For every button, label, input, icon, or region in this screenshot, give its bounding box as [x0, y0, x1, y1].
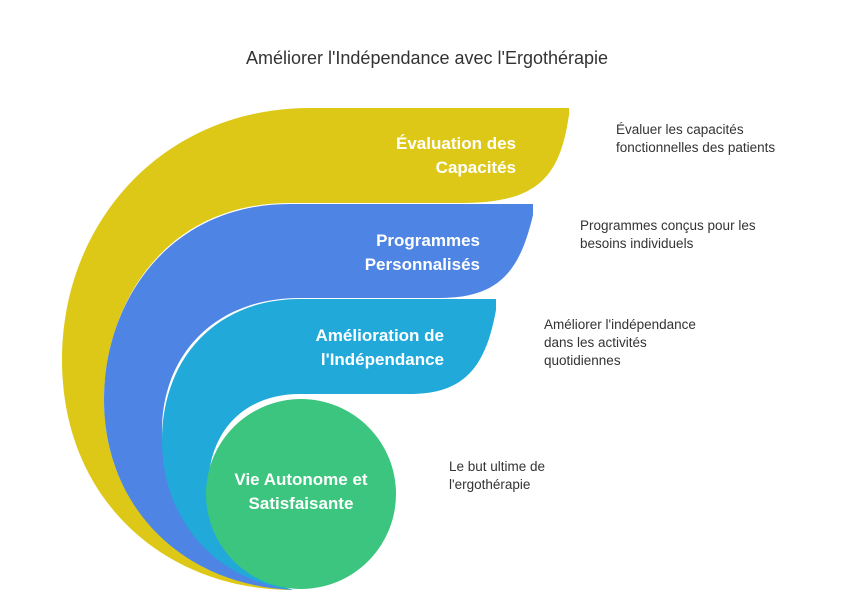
stage-desc-programmes: Programmes conçus pour les besoins indiv…	[580, 217, 756, 253]
stage-desc-line: Améliorer l'indépendance	[544, 317, 696, 332]
stage-label-amelioration: Amélioration de l'Indépendance	[316, 324, 444, 372]
stage-label-evaluation: Évaluation des Capacités	[396, 132, 516, 180]
stage-shape-programmes	[104, 204, 533, 590]
stage-desc-evaluation: Évaluer les capacités fonctionnelles des…	[616, 121, 775, 157]
stage-desc-line: dans les activités	[544, 335, 647, 350]
stage-desc-line: l'ergothérapie	[449, 477, 531, 492]
stage-shape-vie-autonome	[206, 399, 396, 589]
stage-desc-amelioration: Améliorer l'indépendance dans les activi…	[544, 316, 696, 370]
stage-label-line: Capacités	[435, 158, 516, 177]
stage-desc-vie-autonome: Le but ultime de l'ergothérapie	[449, 458, 545, 494]
stage-label-vie-autonome: Vie Autonome et Satisfaisante	[206, 468, 396, 516]
stage-label-line: Satisfaisante	[248, 494, 354, 513]
stage-shape-amelioration	[162, 299, 496, 590]
stage-label-line: Amélioration de	[315, 326, 444, 345]
stage-shape-evaluation	[62, 108, 569, 590]
stage-desc-line: besoins individuels	[580, 236, 694, 251]
stage-label-line: l'Indépendance	[320, 350, 444, 369]
stage-desc-line: quotidiennes	[544, 353, 621, 368]
stage-desc-line: Programmes conçus pour les	[580, 218, 756, 233]
stage-label-programmes: Programmes Personnalisés	[365, 229, 480, 277]
stage-desc-line: Évaluer les capacités	[616, 122, 744, 137]
stage-label-line: Programmes	[376, 231, 480, 250]
diagram-title: Améliorer l'Indépendance avec l'Ergothér…	[245, 48, 609, 68]
stage-label-line: Vie Autonome et	[234, 470, 368, 489]
stage-label-line: Personnalisés	[364, 255, 480, 274]
stage-desc-line: fonctionnelles des patients	[616, 140, 776, 155]
stage-desc-line: Le but ultime de	[449, 459, 546, 474]
stage-label-line: Évaluation des	[396, 134, 516, 153]
